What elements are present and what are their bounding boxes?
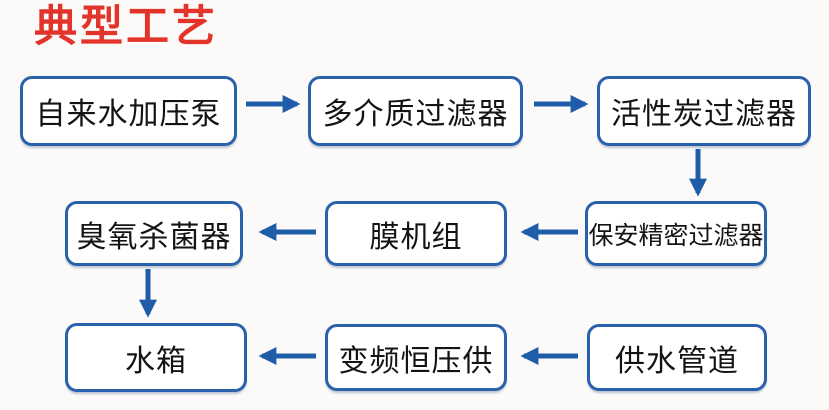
node-label: 臭氧杀菌器	[76, 220, 232, 254]
node-label: 保安精密过滤器	[588, 221, 764, 250]
node-label: 多介质过滤器	[322, 98, 509, 131]
node-label: 膜机组	[369, 220, 463, 254]
node-vfd-constant-pressure-supply: 变频恒压供	[325, 324, 507, 391]
page-title: 典型工艺	[34, 3, 218, 51]
node-security-precision-filter: 保安精密过滤器	[585, 201, 767, 266]
node-water-tank: 水箱	[65, 323, 247, 392]
node-ozone-sterilizer: 臭氧杀菌器	[65, 201, 243, 266]
node-activated-carbon-filter: 活性炭过滤器	[597, 76, 811, 146]
node-water-supply-pipe: 供水管道	[587, 324, 767, 391]
node-label: 水箱	[125, 344, 187, 378]
node-label: 自来水加压泵	[35, 98, 222, 131]
node-multimedia-filter: 多介质过滤器	[308, 76, 523, 146]
node-label: 活性炭过滤器	[611, 98, 797, 131]
node-membrane-unit: 膜机组	[325, 201, 507, 266]
node-label: 供水管道	[615, 344, 739, 378]
node-tap-water-pump: 自来水加压泵	[20, 76, 237, 146]
node-label: 变频恒压供	[338, 344, 494, 378]
